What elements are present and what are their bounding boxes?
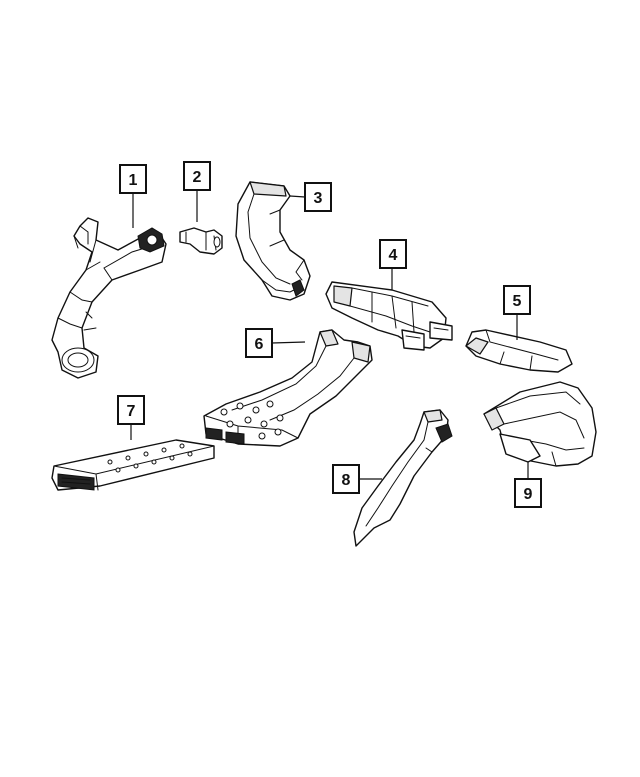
callout-2: 2: [183, 161, 211, 191]
callout-8-label: 8: [342, 472, 351, 489]
part-4-duct: [325, 281, 453, 351]
callout-7-label: 7: [127, 403, 136, 420]
callout-3-label: 3: [314, 190, 323, 207]
callout-6-label: 6: [255, 336, 264, 353]
part-7-plate: [51, 439, 215, 491]
part-7-holes: [107, 443, 193, 473]
callout-7: 7: [117, 395, 145, 425]
part-5-duct: [465, 329, 573, 373]
callout-5: 5: [503, 285, 531, 315]
callout-1: 1: [119, 164, 147, 194]
part-6-outlet-holes: [220, 400, 284, 440]
callout-8: 8: [332, 464, 360, 494]
part-3-duct: [235, 181, 311, 301]
callout-3: 3: [304, 182, 332, 212]
leader-lines: [130, 190, 529, 480]
callout-9: 9: [514, 478, 542, 508]
callout-4: 4: [379, 239, 407, 269]
part-2-connector: [179, 227, 223, 255]
callout-9-label: 9: [524, 486, 533, 503]
part-8-duct: [353, 409, 453, 547]
part-1-duct: [51, 217, 167, 379]
callout-6: 6: [245, 328, 273, 358]
callout-2-label: 2: [193, 169, 202, 186]
callout-5-label: 5: [513, 293, 522, 310]
part-6-duct: [203, 329, 373, 447]
part-9-duct: [483, 381, 597, 467]
callout-1-label: 1: [129, 172, 138, 189]
callout-4-label: 4: [389, 247, 398, 264]
